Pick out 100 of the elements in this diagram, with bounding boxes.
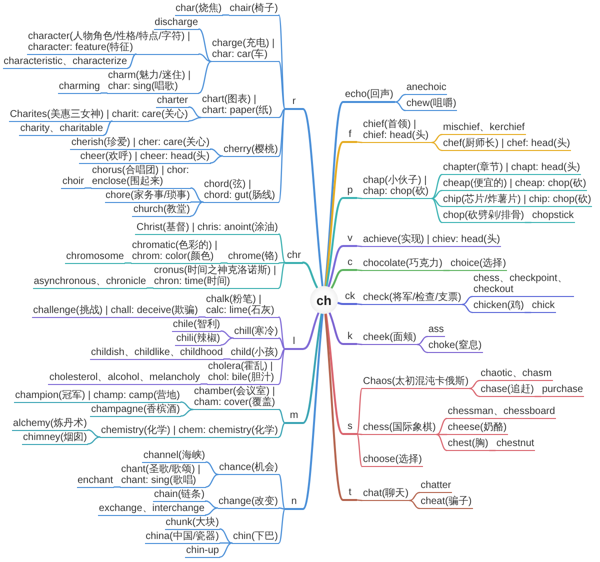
- branch-line: [436, 434, 448, 436]
- branch-line: [356, 433, 363, 468]
- subtopic: charge(充电) | char: car(车): [211, 38, 279, 62]
- subtopic: chapter(章节) | chapt: head(头): [442, 162, 582, 175]
- branch-line: [100, 92, 108, 94]
- branch-line: [278, 337, 286, 350]
- subtopic: chat(聊天): [362, 488, 410, 501]
- subtopic: ass: [427, 324, 445, 337]
- branch-line: [324, 312, 344, 501]
- subtopic: character(人物角色/性格/特点/字符) | character: feature(特征): [27, 30, 199, 54]
- subtopic: childish、childlike、childhood: [90, 346, 224, 360]
- subtopic: cholera(霍乱) | chol: bile(胆汁): [207, 360, 279, 384]
- branch-line: [336, 302, 344, 305]
- branch-line: [416, 344, 428, 354]
- subtopic: chili(辣椒): [175, 332, 222, 346]
- branch-line: [302, 312, 324, 510]
- branch-line: [356, 197, 363, 200]
- subtopic: choke(窒息): [427, 340, 483, 353]
- branch-line: [328, 245, 344, 288]
- main-topic: echo(回声): [343, 89, 396, 103]
- subtopic: Charites(美惠三女神) | charit: care(关心): [8, 108, 189, 122]
- branch-line: [278, 348, 286, 385]
- branch-line: [210, 155, 224, 164]
- branch-line: [436, 418, 448, 436]
- branch-line: [431, 142, 443, 152]
- branch-line: [356, 388, 363, 435]
- subtopic: chatter: [420, 480, 452, 493]
- subtopic: chief(首领) | chief: head(头): [362, 119, 432, 143]
- branch-line: [436, 434, 448, 452]
- branch-line: [302, 108, 324, 288]
- subtopic: enchant: [76, 474, 114, 488]
- subtopic: cherry(樱桃): [222, 144, 279, 156]
- branch-line: [324, 141, 344, 288]
- branch-line: [206, 461, 219, 476]
- branch-line: [462, 296, 473, 306]
- main-topic: c: [343, 257, 357, 271]
- subtopic: chord(弦) | chord: gut(肠线): [203, 178, 279, 202]
- branch-line: [278, 408, 286, 424]
- subtopic: chemistry(化学) | chem: chemistry(化学): [100, 424, 279, 438]
- subtopic: chance(机会): [218, 462, 279, 475]
- subtopic: chip(芯片/炸薯片) | chip: chop(砍): [442, 194, 592, 207]
- subtopic: cronus(时间之神克洛诺斯) | chron: time(时间): [153, 264, 279, 288]
- branch-line: [188, 106, 202, 118]
- branch-line: [524, 312, 532, 314]
- branch-line: [278, 108, 286, 118]
- subtopic: purchase: [540, 384, 584, 397]
- branch-line: [190, 201, 204, 203]
- subtopic: cheek(面颊): [362, 332, 418, 345]
- branch-line: [180, 408, 194, 417]
- subtopic: mischief、kerchief: [442, 122, 526, 135]
- branch-line: [87, 429, 100, 438]
- subtopic: cheer(欢呼) | cheer: head(头): [79, 150, 211, 164]
- branch-line: [278, 474, 286, 510]
- subtopic: chunk(大块): [164, 516, 220, 530]
- subtopic: choose(选择): [362, 454, 423, 467]
- branch-line: [469, 388, 480, 398]
- branch-line: [469, 380, 480, 390]
- subtopic: Christ(基督) | chris: anoint(涂油): [135, 222, 279, 234]
- subtopic: chicken(鸡): [472, 300, 525, 313]
- branch-line: [278, 422, 286, 438]
- subtopic: chestnut: [495, 438, 536, 451]
- branch-line: [220, 330, 234, 339]
- branch-line: [204, 507, 218, 516]
- branch-line: [114, 486, 121, 488]
- subtopic: asynchronous、chronicle: [32, 276, 147, 288]
- branch-line: [219, 542, 233, 558]
- branch-line: [220, 337, 234, 346]
- branch-line: [431, 134, 443, 144]
- branch-line: [124, 262, 132, 264]
- branch-line: [278, 60, 286, 110]
- subtopic: chromatic(色彩的) | chrom: color(颜色): [130, 240, 221, 264]
- subtopic: chess、checkpoint、checkout: [472, 273, 574, 297]
- branch-line: [278, 348, 286, 360]
- branch-line: [524, 222, 532, 224]
- branch-line: [146, 287, 154, 289]
- branch-line: [431, 174, 443, 200]
- branch-line: [356, 433, 363, 436]
- subtopic: charm(魅力/迷住) | char: sing(唱歌): [107, 70, 199, 94]
- branch-line: [431, 198, 443, 208]
- subtopic: chrome(铬): [226, 250, 279, 264]
- main-topic: p: [343, 185, 357, 199]
- subtopic: chick: [530, 300, 556, 313]
- main-topic: n: [285, 496, 303, 510]
- main-topic: f: [343, 129, 357, 143]
- subtopic: channel(海峡): [142, 450, 206, 462]
- subtopic: chalk(粉笔) | calc: lime(石灰): [205, 294, 279, 318]
- subtopic: charter: [156, 94, 189, 108]
- branch-line: [302, 262, 318, 289]
- branch-line: [278, 14, 286, 110]
- subtopic: cheese(奶酪): [446, 422, 508, 435]
- branch-line: [190, 187, 204, 203]
- subtopic: chest(胸): [446, 438, 490, 451]
- branch-line: [220, 262, 228, 264]
- branch-line: [278, 262, 286, 289]
- subtopic: chant(圣歌/歌颂) | chant: sing(歌唱): [120, 464, 206, 488]
- subtopic: cherish(珍爱) | cher: care(关心): [70, 136, 211, 150]
- branch-line: [409, 500, 420, 510]
- branch-line: [462, 304, 473, 314]
- subtopic: chore(家务事/琐事): [104, 190, 191, 202]
- subtopic: chew(咀嚼): [405, 98, 458, 111]
